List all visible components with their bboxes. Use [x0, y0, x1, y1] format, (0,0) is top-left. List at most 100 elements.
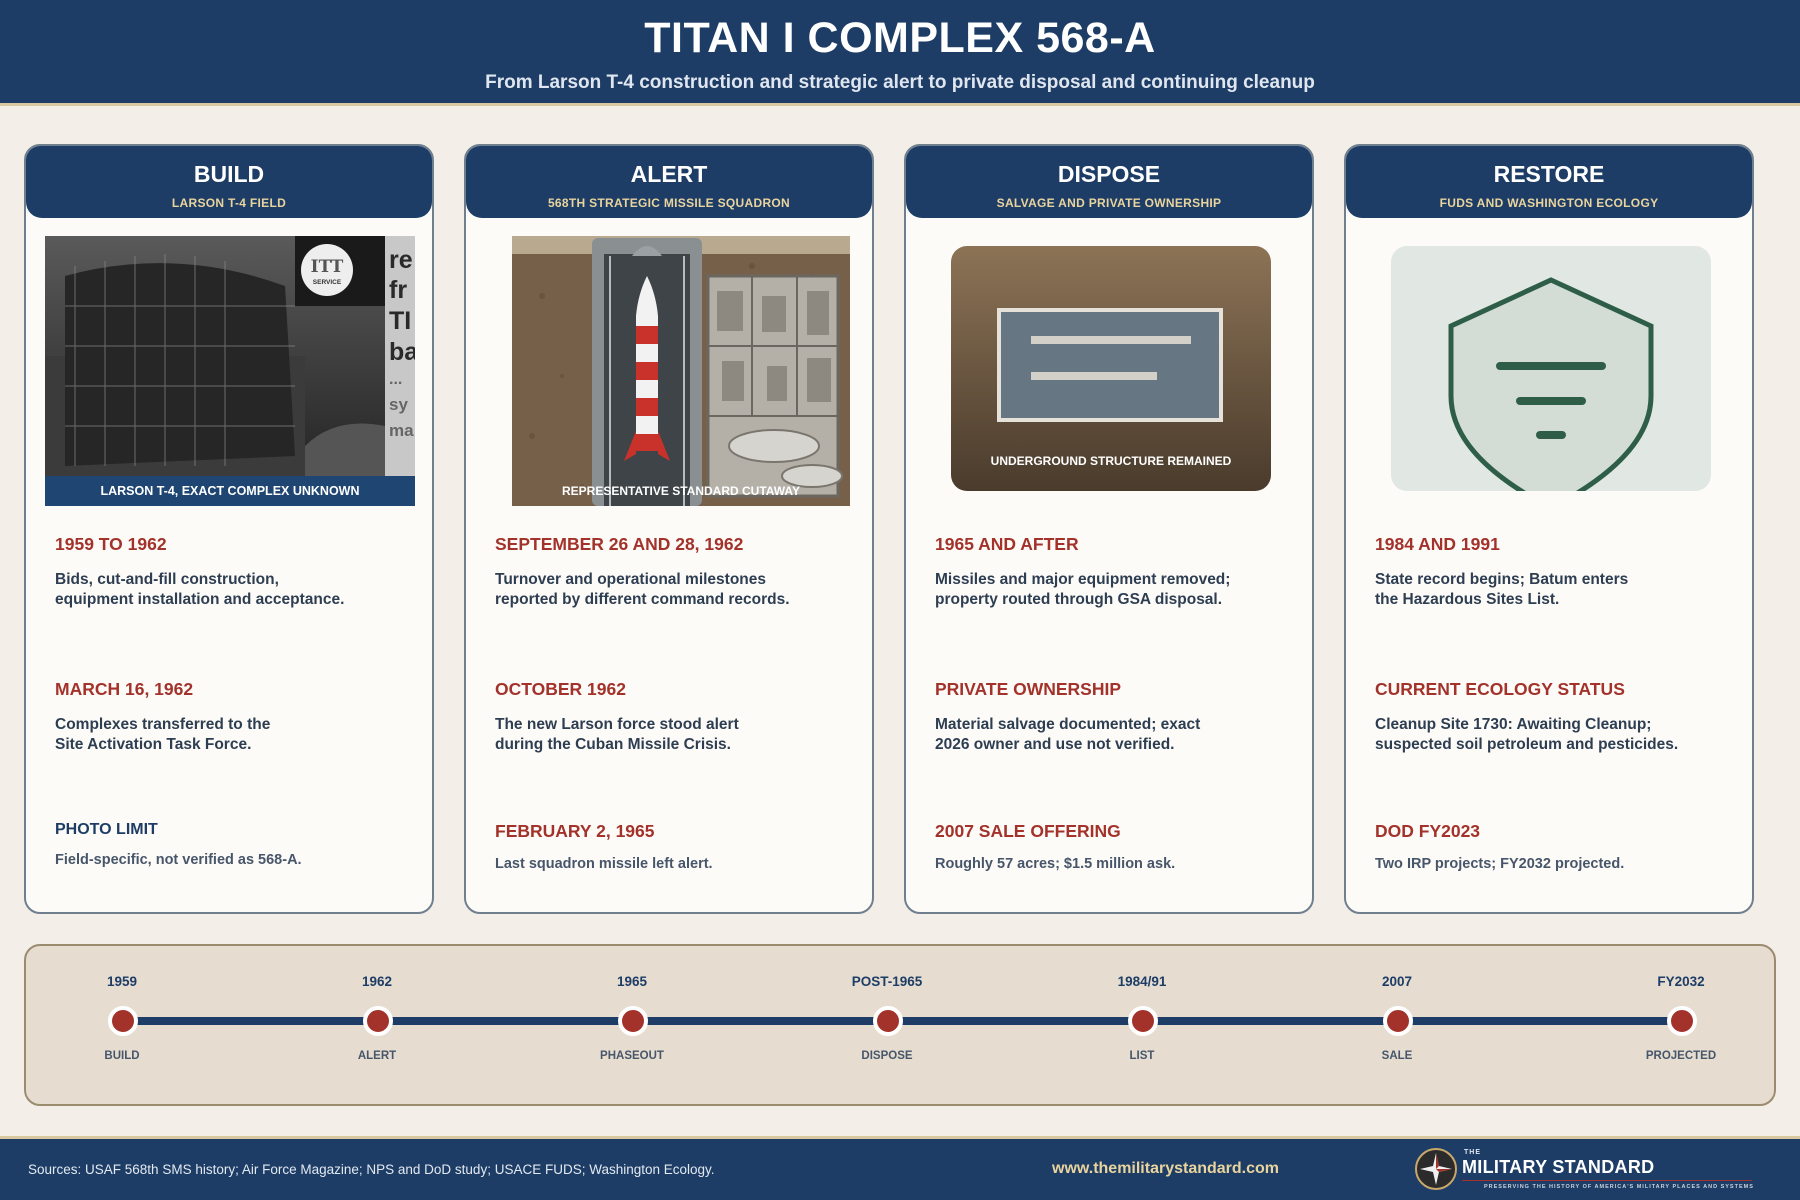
card-title: RESTORE	[1493, 161, 1605, 187]
logo-the: THE	[1464, 1149, 1481, 1156]
timeline-year: 1962	[361, 974, 393, 989]
timeline-dot	[1667, 1006, 1697, 1036]
event-description: Missiles and major equipment removed; pr…	[935, 570, 1272, 610]
event-date: 1965 AND AFTER	[935, 534, 1079, 554]
card-alert: ALERT 568TH STRATEGIC MISSILE SQUADRON	[464, 144, 874, 914]
graphic-caption: UNDERGROUND STRUCTURE REMAINED	[990, 454, 1232, 468]
card-title: BUILD	[193, 161, 265, 187]
compass-star-icon	[1415, 1148, 1457, 1190]
card-subtitle: SALVAGE AND PRIVATE OWNERSHIP	[996, 196, 1222, 210]
event-description: Cleanup Site 1730: Awaiting Cleanup; sus…	[1375, 715, 1712, 755]
event-date: DOD FY2023	[1375, 821, 1481, 841]
page-header: TITAN I COMPLEX 568-A From Larson T-4 co…	[0, 0, 1800, 106]
timeline-dot	[618, 1006, 648, 1036]
underground-structure-graphic: UNDERGROUND STRUCTURE REMAINED	[951, 246, 1271, 491]
photo-text-fragment: sy	[389, 395, 408, 414]
timeline-label: PHASEOUT	[600, 1050, 664, 1062]
photo-text-fragment: ma	[389, 421, 414, 440]
photo-caption: LARSON T-4, EXACT COMPLEX UNKNOWN	[45, 476, 415, 506]
silo-cutaway-illustration	[512, 236, 850, 506]
event-date: CURRENT ECOLOGY STATUS	[1375, 679, 1625, 699]
logo-name: MILITARY STANDARD	[1462, 1157, 1655, 1177]
timeline-year: FY2032	[1657, 974, 1705, 989]
event-date: 1984 AND 1991	[1375, 534, 1500, 554]
timeline-dot	[873, 1006, 903, 1036]
photo-text-fragment: ...	[389, 371, 402, 388]
sealed-hatch-icon	[997, 308, 1223, 422]
event-date: PRIVATE OWNERSHIP	[935, 679, 1122, 699]
silo-cutaway-image: REPRESENTATIVE STANDARD CUTAWAY	[512, 236, 850, 506]
card-subtitle: LARSON T-4 FIELD	[171, 196, 287, 210]
event-date: 2007 SALE OFFERING	[935, 821, 1121, 841]
event-description: Complexes transferred to the Site Activa…	[55, 715, 392, 755]
itt-logo-subtext: SERVICE	[313, 279, 342, 286]
description-line: reported by different command records.	[495, 591, 790, 608]
logo-rule	[1462, 1180, 1752, 1181]
event-description: Material salvage documented; exact 2026 …	[935, 715, 1272, 755]
timeline-dot	[1383, 1006, 1413, 1036]
description-line: Turnover and operational milestones	[495, 571, 767, 588]
construction-photo-image: ITT SERVICE re fr TI ba ... sy ma	[45, 236, 415, 506]
description-line: during the Cuban Missile Crisis.	[495, 736, 731, 753]
timeline-dot	[108, 1006, 138, 1036]
card-restore: RESTORE FUDS AND WASHINGTON ECOLOGY 1984…	[1344, 144, 1754, 914]
event-description: Roughly 57 acres; $1.5 million ask.	[935, 856, 1176, 872]
card-title: ALERT	[630, 161, 708, 187]
card-header: RESTORE FUDS AND WASHINGTON ECOLOGY	[1346, 146, 1752, 218]
description-line: property routed through GSA disposal.	[935, 591, 1223, 608]
description-line: Material salvage documented; exact	[935, 716, 1201, 733]
timeline-label: BUILD	[104, 1050, 140, 1062]
event-date: SEPTEMBER 26 AND 28, 1962	[495, 534, 744, 554]
event-description: Turnover and operational milestones repo…	[495, 570, 832, 610]
description-line: The new Larson force stood alert	[495, 716, 739, 733]
card-title: DISPOSE	[1057, 161, 1161, 187]
card-subtitle: 568TH STRATEGIC MISSILE SQUADRON	[547, 196, 791, 210]
description-line: suspected soil petroleum and pesticides.	[1375, 736, 1679, 753]
timeline-year: 2007	[1381, 974, 1413, 989]
page-footer: Sources: USAF 568th SMS history; Air For…	[0, 1136, 1800, 1200]
event-date: 1959 TO 1962	[55, 534, 167, 554]
event-description: State record begins; Batum enters the Ha…	[1375, 570, 1712, 610]
page-title: TITAN I COMPLEX 568-A	[644, 14, 1156, 62]
description-line: Site Activation Task Force.	[55, 736, 252, 753]
timeline-year: 1965	[616, 974, 648, 989]
event-description: The new Larson force stood alert during …	[495, 715, 832, 755]
description-line: the Hazardous Sites List.	[1375, 591, 1560, 608]
description-line: Missiles and major equipment removed;	[935, 571, 1231, 588]
photo-limit-note: Field-specific, not verified as 568-A.	[55, 852, 302, 868]
description-line: Complexes transferred to the	[55, 716, 271, 733]
page-subtitle: From Larson T-4 construction and strateg…	[485, 72, 1315, 93]
event-date: FEBRUARY 2, 1965	[495, 821, 655, 841]
timeline-year: 1959	[106, 974, 138, 989]
construction-photo: ITT SERVICE re fr TI ba ... sy ma LARSON…	[45, 236, 415, 506]
description-line: equipment installation and acceptance.	[55, 591, 345, 608]
card-header: BUILD LARSON T-4 FIELD	[26, 146, 432, 218]
sources-text: Sources: USAF 568th SMS history; Air For…	[28, 1162, 715, 1177]
timeline-label: ALERT	[357, 1050, 397, 1062]
card-dispose: DISPOSE SALVAGE AND PRIVATE OWNERSHIP UN…	[904, 144, 1314, 914]
event-description: Bids, cut-and-fill construction, equipme…	[55, 570, 392, 610]
website-link[interactable]: www.themilitarystandard.com	[1052, 1160, 1280, 1177]
timeline-label: DISPOSE	[861, 1050, 913, 1062]
shield-filter-icon	[1448, 277, 1654, 511]
card-header: ALERT 568TH STRATEGIC MISSILE SQUADRON	[466, 146, 872, 218]
timeline-dot	[1128, 1006, 1158, 1036]
card-header: DISPOSE SALVAGE AND PRIVATE OWNERSHIP	[906, 146, 1312, 218]
description-line: State record begins; Batum enters	[1375, 571, 1629, 588]
description-line: 2026 owner and use not verified.	[935, 736, 1175, 753]
photo-text-fragment: re	[389, 246, 413, 274]
photo-caption: REPRESENTATIVE STANDARD CUTAWAY	[561, 484, 801, 498]
event-date: MARCH 16, 1962	[55, 679, 194, 699]
description-line: Cleanup Site 1730: Awaiting Cleanup;	[1375, 716, 1652, 733]
timeline-panel: 1959 BUILD 1962 ALERT 1965 PHASEOUT POST…	[24, 944, 1776, 1106]
event-description: Last squadron missile left alert.	[495, 856, 713, 872]
military-standard-logo: THE MILITARY STANDARD PRESERVING THE HIS…	[1412, 1145, 1772, 1197]
timeline-year: POST-1965	[851, 974, 923, 989]
photo-text-fragment: TI	[389, 307, 411, 335]
event-date: OCTOBER 1962	[495, 679, 626, 699]
timeline-label: LIST	[1129, 1050, 1155, 1062]
description-line: Bids, cut-and-fill construction,	[55, 571, 279, 588]
event-description: Two IRP projects; FY2032 projected.	[1375, 856, 1625, 872]
itt-logo-text: ITT	[311, 257, 344, 277]
timeline-year: 1984/91	[1117, 974, 1167, 989]
